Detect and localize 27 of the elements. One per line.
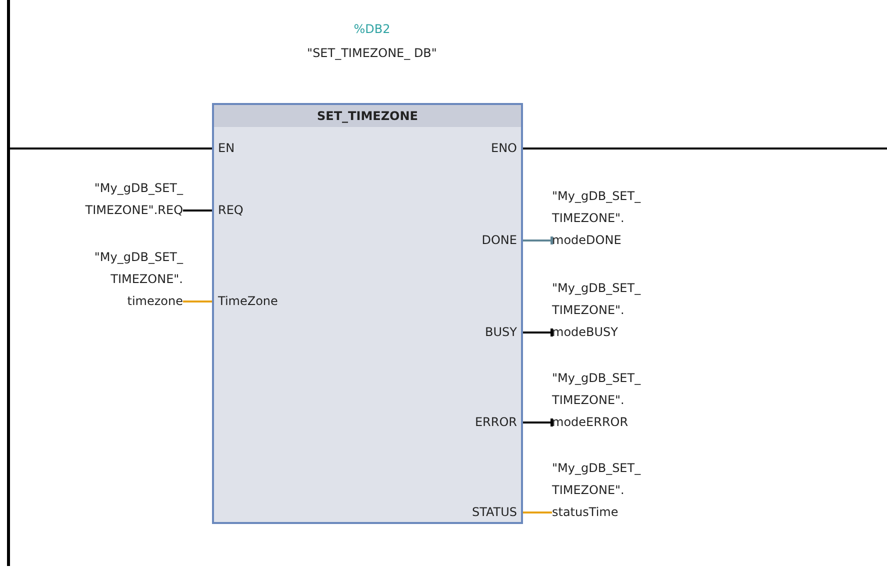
wire <box>523 236 553 244</box>
wire <box>10 148 212 150</box>
pin-label: ERROR <box>474 413 523 431</box>
tag-label: "My_gDB_SET_ TIMEZONE".REQ <box>85 177 183 221</box>
instance-name: "SET_TIMEZONE_ DB" <box>306 45 438 62</box>
power-rail <box>7 0 10 566</box>
tag-label: "My_gDB_SET_ TIMEZONE". modeERROR <box>552 367 641 433</box>
pin-label: ENO <box>490 139 523 157</box>
wire <box>183 210 212 212</box>
tag-label: "My_gDB_SET_ TIMEZONE". modeBUSY <box>552 277 641 343</box>
wire <box>523 512 552 514</box>
tag-label: "My_gDB_SET_ TIMEZONE". timezone <box>94 246 183 312</box>
tag-label: "My_gDB_SET_ TIMEZONE". statusTime <box>552 457 641 523</box>
pin-label: REQ <box>212 201 244 219</box>
wire <box>183 300 212 302</box>
function-block <box>212 103 523 524</box>
wire <box>523 328 553 336</box>
pin-label: DONE <box>482 231 523 249</box>
block-title: SET_TIMEZONE <box>214 105 521 127</box>
pin-label: BUSY <box>485 323 523 341</box>
instance-address: %DB2 <box>352 21 392 38</box>
wire <box>523 148 887 150</box>
pin-label: EN <box>212 139 235 157</box>
pin-label: TimeZone <box>212 292 278 310</box>
wire <box>523 418 553 426</box>
pin-label: STATUS <box>472 503 523 521</box>
tag-label: "My_gDB_SET_ TIMEZONE". modeDONE <box>552 185 641 251</box>
